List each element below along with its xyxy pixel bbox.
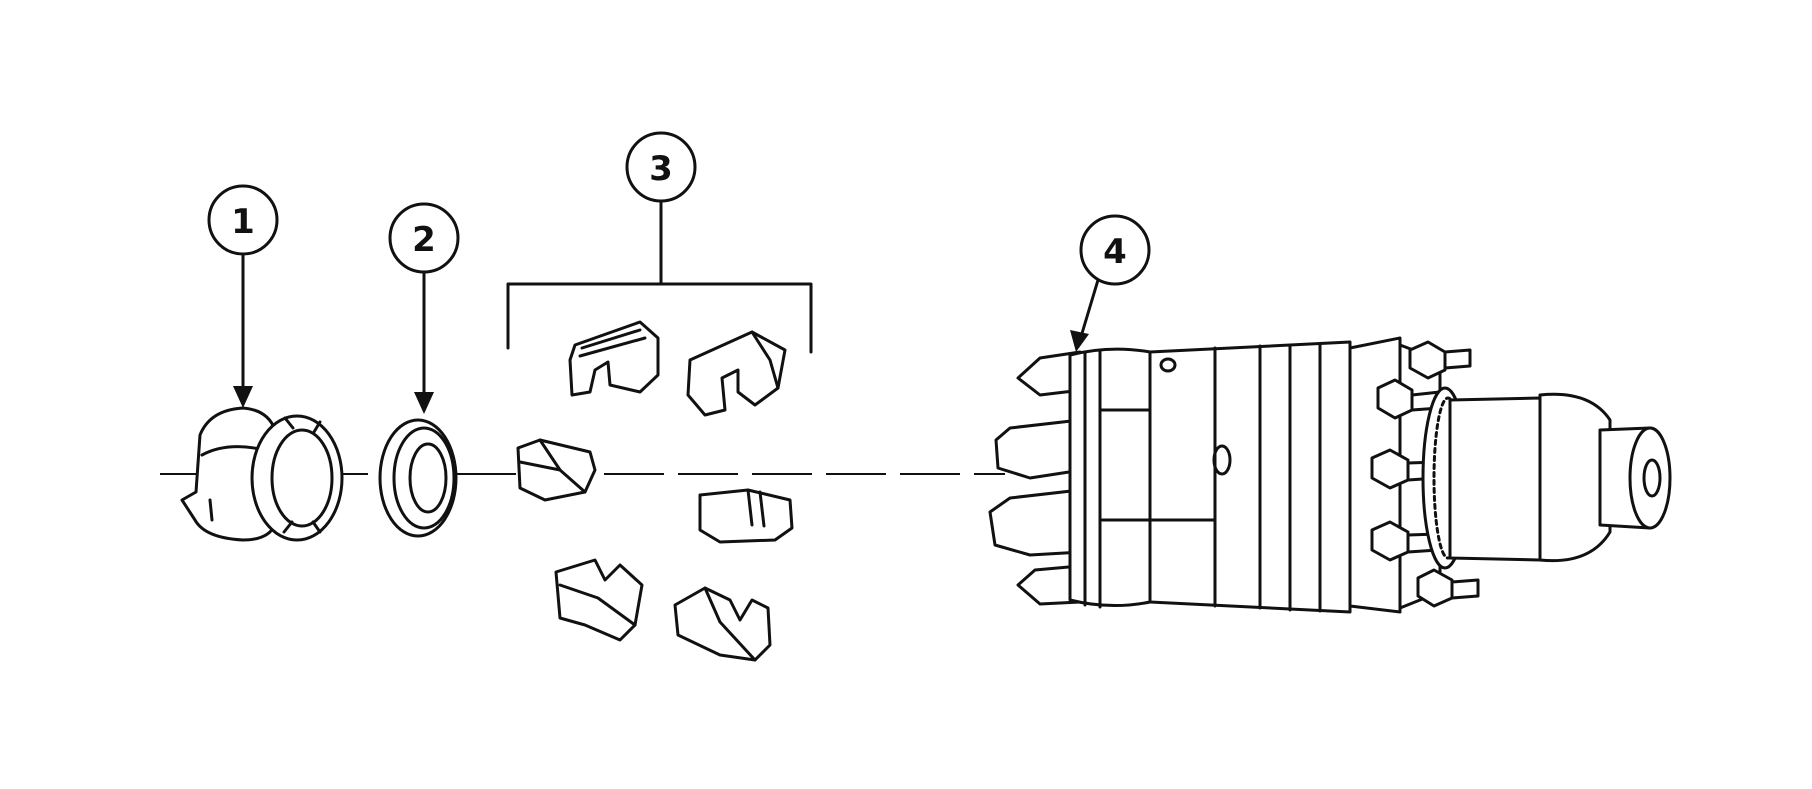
jaw-block-bottom-right xyxy=(673,586,772,662)
part-1-slotted-nut xyxy=(180,406,344,542)
jaw-block-middle-right xyxy=(698,488,794,544)
part-4-chuck-assembly xyxy=(988,336,1672,614)
callout-3-label: 3 xyxy=(649,149,673,189)
jaw-block-bottom-left xyxy=(554,558,644,642)
callout-2: 2 xyxy=(388,202,460,414)
part-3-jaw-blocks xyxy=(516,320,794,662)
callout-1: 1 xyxy=(207,184,279,408)
part-2-washer xyxy=(378,418,458,538)
callout-3: 3 xyxy=(506,131,813,354)
jaw-block-middle-left xyxy=(516,438,597,502)
callout-1-label: 1 xyxy=(231,202,255,242)
callout-4-label: 4 xyxy=(1103,232,1127,272)
callout-2-label: 2 xyxy=(412,220,436,260)
jaw-block-top-right xyxy=(686,330,787,417)
callout-4: 4 xyxy=(1070,214,1151,352)
jaw-block-top-left xyxy=(568,320,660,397)
